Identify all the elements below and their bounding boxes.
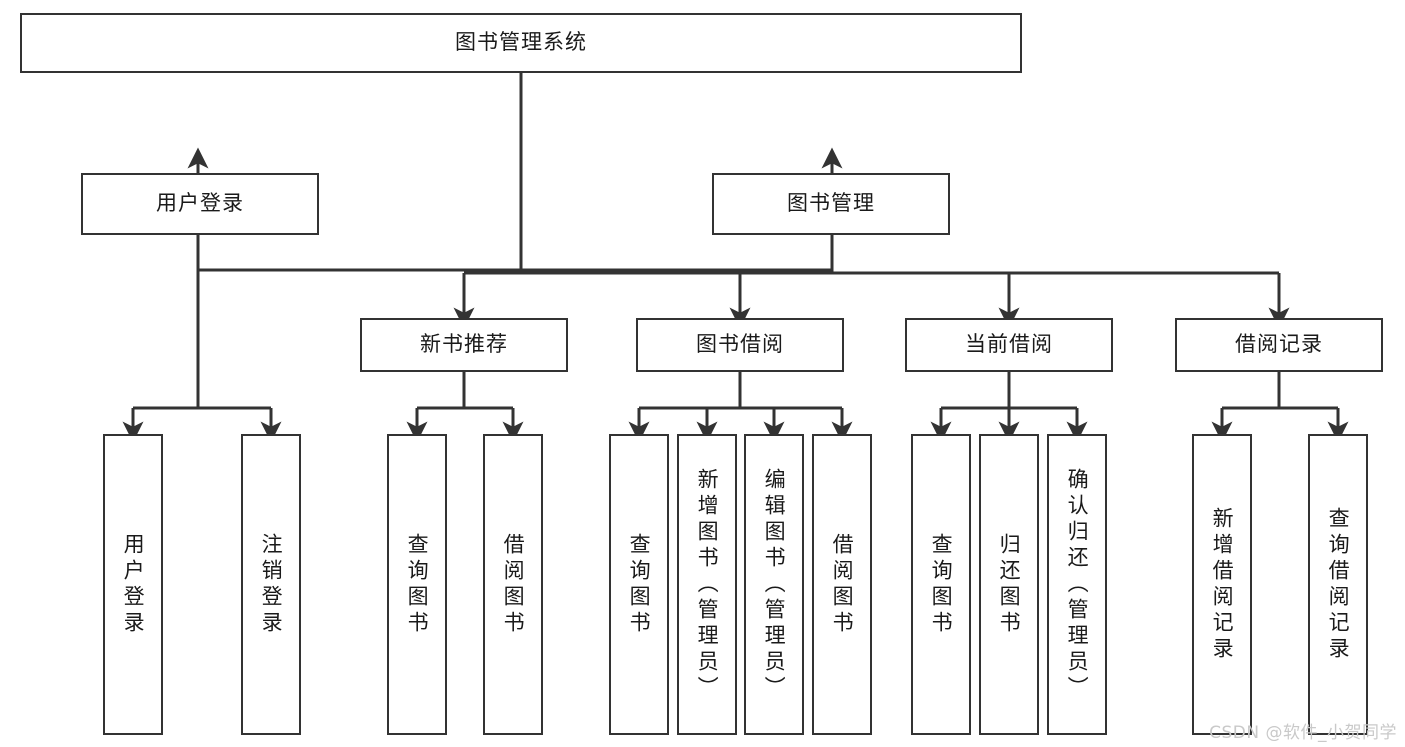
node-label: 查询图书: [627, 532, 652, 637]
node-label: 新增图书（管理员）: [695, 467, 720, 702]
node-borrow-record[interactable]: 借阅记录: [1175, 318, 1383, 372]
node-label: 借阅图书: [501, 532, 526, 637]
node-label: 注销登录: [259, 532, 284, 637]
node-label: 新书推荐: [420, 332, 508, 357]
node-label: 借阅记录: [1235, 332, 1323, 357]
leaf-user-login-logout[interactable]: 注销登录: [241, 434, 301, 735]
leaf-current-borrow-query-book[interactable]: 查询图书: [911, 434, 971, 735]
leaf-book-borrow-borrow-book[interactable]: 借阅图书: [812, 434, 872, 735]
node-label: 用户登录: [156, 191, 244, 216]
node-label: 查询图书: [929, 532, 954, 637]
node-new-book-recommend[interactable]: 新书推荐: [360, 318, 568, 372]
node-book-management[interactable]: 图书管理: [712, 173, 950, 235]
node-label: 图书借阅: [696, 332, 784, 357]
node-label: 新增借阅记录: [1210, 506, 1235, 663]
leaf-new-book-query-book[interactable]: 查询图书: [387, 434, 447, 735]
node-book-borrow[interactable]: 图书借阅: [636, 318, 844, 372]
node-label: 确认归还（管理员）: [1065, 467, 1090, 702]
leaf-current-borrow-return-book[interactable]: 归还图书: [979, 434, 1039, 735]
leaf-current-borrow-confirm-return-admin[interactable]: 确认归还（管理员）: [1047, 434, 1107, 735]
node-label: 查询图书: [405, 532, 430, 637]
node-current-borrow[interactable]: 当前借阅: [905, 318, 1113, 372]
node-label: 当前借阅: [965, 332, 1053, 357]
node-label: 图书管理系统: [455, 30, 587, 55]
node-label: 借阅图书: [830, 532, 855, 637]
node-user-login[interactable]: 用户登录: [81, 173, 319, 235]
node-root-book-management-system[interactable]: 图书管理系统: [20, 13, 1022, 73]
leaf-book-borrow-add-book-admin[interactable]: 新增图书（管理员）: [677, 434, 737, 735]
node-label: 查询借阅记录: [1326, 506, 1351, 663]
leaf-book-borrow-query-book[interactable]: 查询图书: [609, 434, 669, 735]
leaf-new-book-borrow-book[interactable]: 借阅图书: [483, 434, 543, 735]
csdn-watermark: CSDN @软件_小贺同学: [1209, 723, 1397, 743]
node-label: 用户登录: [121, 532, 146, 637]
node-label: 编辑图书（管理员）: [762, 467, 787, 702]
node-label: 图书管理: [787, 191, 875, 216]
leaf-borrow-record-add-record[interactable]: 新增借阅记录: [1192, 434, 1252, 735]
leaf-borrow-record-query-record[interactable]: 查询借阅记录: [1308, 434, 1368, 735]
node-label: 归还图书: [997, 532, 1022, 637]
leaf-book-borrow-edit-book-admin[interactable]: 编辑图书（管理员）: [744, 434, 804, 735]
leaf-user-login-login[interactable]: 用户登录: [103, 434, 163, 735]
